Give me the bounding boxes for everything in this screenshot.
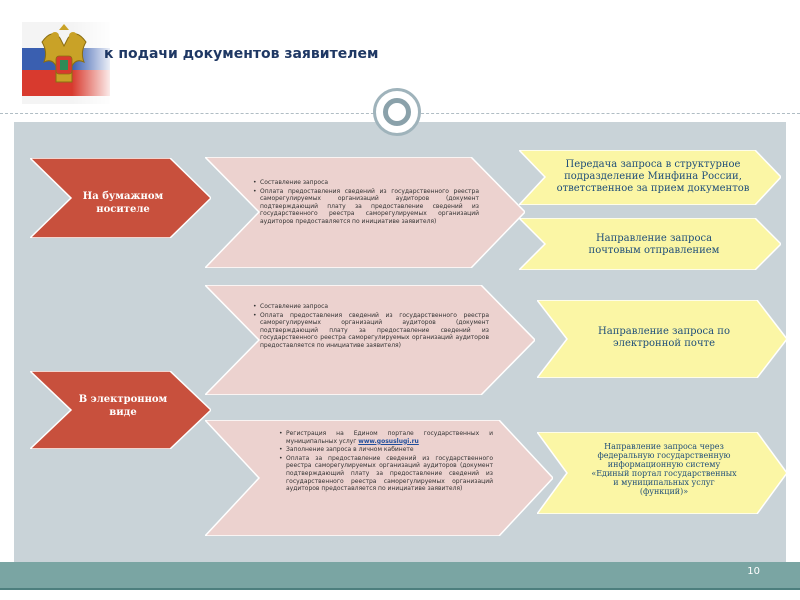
outcome-transfer-arrow: Передача запроса в структурное подраздел… xyxy=(519,150,781,205)
step-fill-request: Заполнение запроса в личном кабинете xyxy=(279,446,493,454)
step-payment: Оплата предоставления сведений из госуда… xyxy=(253,312,489,350)
category-electronic-arrow: В электронном виде xyxy=(30,371,211,449)
outcome-post-arrow: Направление запроса почтовым отправление… xyxy=(519,218,781,270)
category-paper-label: На бумажном носителе xyxy=(82,191,164,215)
outcome-email-label: Направление запроса по электронной почте xyxy=(598,326,730,349)
gosuslugi-link[interactable]: www.gosuslugi.ru xyxy=(358,437,419,445)
outcome-email-arrow: Направление запроса по электронной почте xyxy=(537,300,787,378)
outcome-portal-arrow: Направление запроса через федеральную го… xyxy=(537,432,787,514)
step-register-portal: Регистрация на Едином портале государств… xyxy=(279,430,493,445)
outcome-portal-label: Направление запроса через федеральную го… xyxy=(591,442,737,496)
portal-steps-arrow: Регистрация на Едином портале государств… xyxy=(205,420,553,536)
footer-band xyxy=(0,562,800,588)
email-steps-arrow: Составление запроса Оплата предоставлени… xyxy=(205,285,535,395)
step-compose-request: Составление запроса xyxy=(253,303,489,311)
outcome-post-label: Направление запроса почтовым отправление… xyxy=(588,233,720,256)
footer-line xyxy=(0,588,800,590)
decorative-circle xyxy=(373,88,421,136)
coat-of-arms-logo xyxy=(22,22,110,104)
step-compose-request: Составление запроса xyxy=(253,179,479,187)
paper-steps-arrow: Составление запроса Оплата предоставлени… xyxy=(205,157,525,268)
portal-steps-list: Регистрация на Едином портале государств… xyxy=(279,430,493,494)
category-electronic-label: В электронном виде xyxy=(78,394,168,418)
step-payment: Оплата предоставления сведений из госуда… xyxy=(253,188,479,226)
page-number: 10 xyxy=(747,566,760,577)
slide-title: к подачи документов заявителем xyxy=(104,46,379,62)
email-steps-list: Составление запроса Оплата предоставлени… xyxy=(253,303,489,351)
paper-steps-list: Составление запроса Оплата предоставлени… xyxy=(253,179,479,227)
step-payment: Оплата за предоставление сведений из гос… xyxy=(279,455,493,493)
outcome-transfer-label: Передача запроса в структурное подраздел… xyxy=(556,159,750,194)
category-paper-arrow: На бумажном носителе xyxy=(30,158,211,238)
